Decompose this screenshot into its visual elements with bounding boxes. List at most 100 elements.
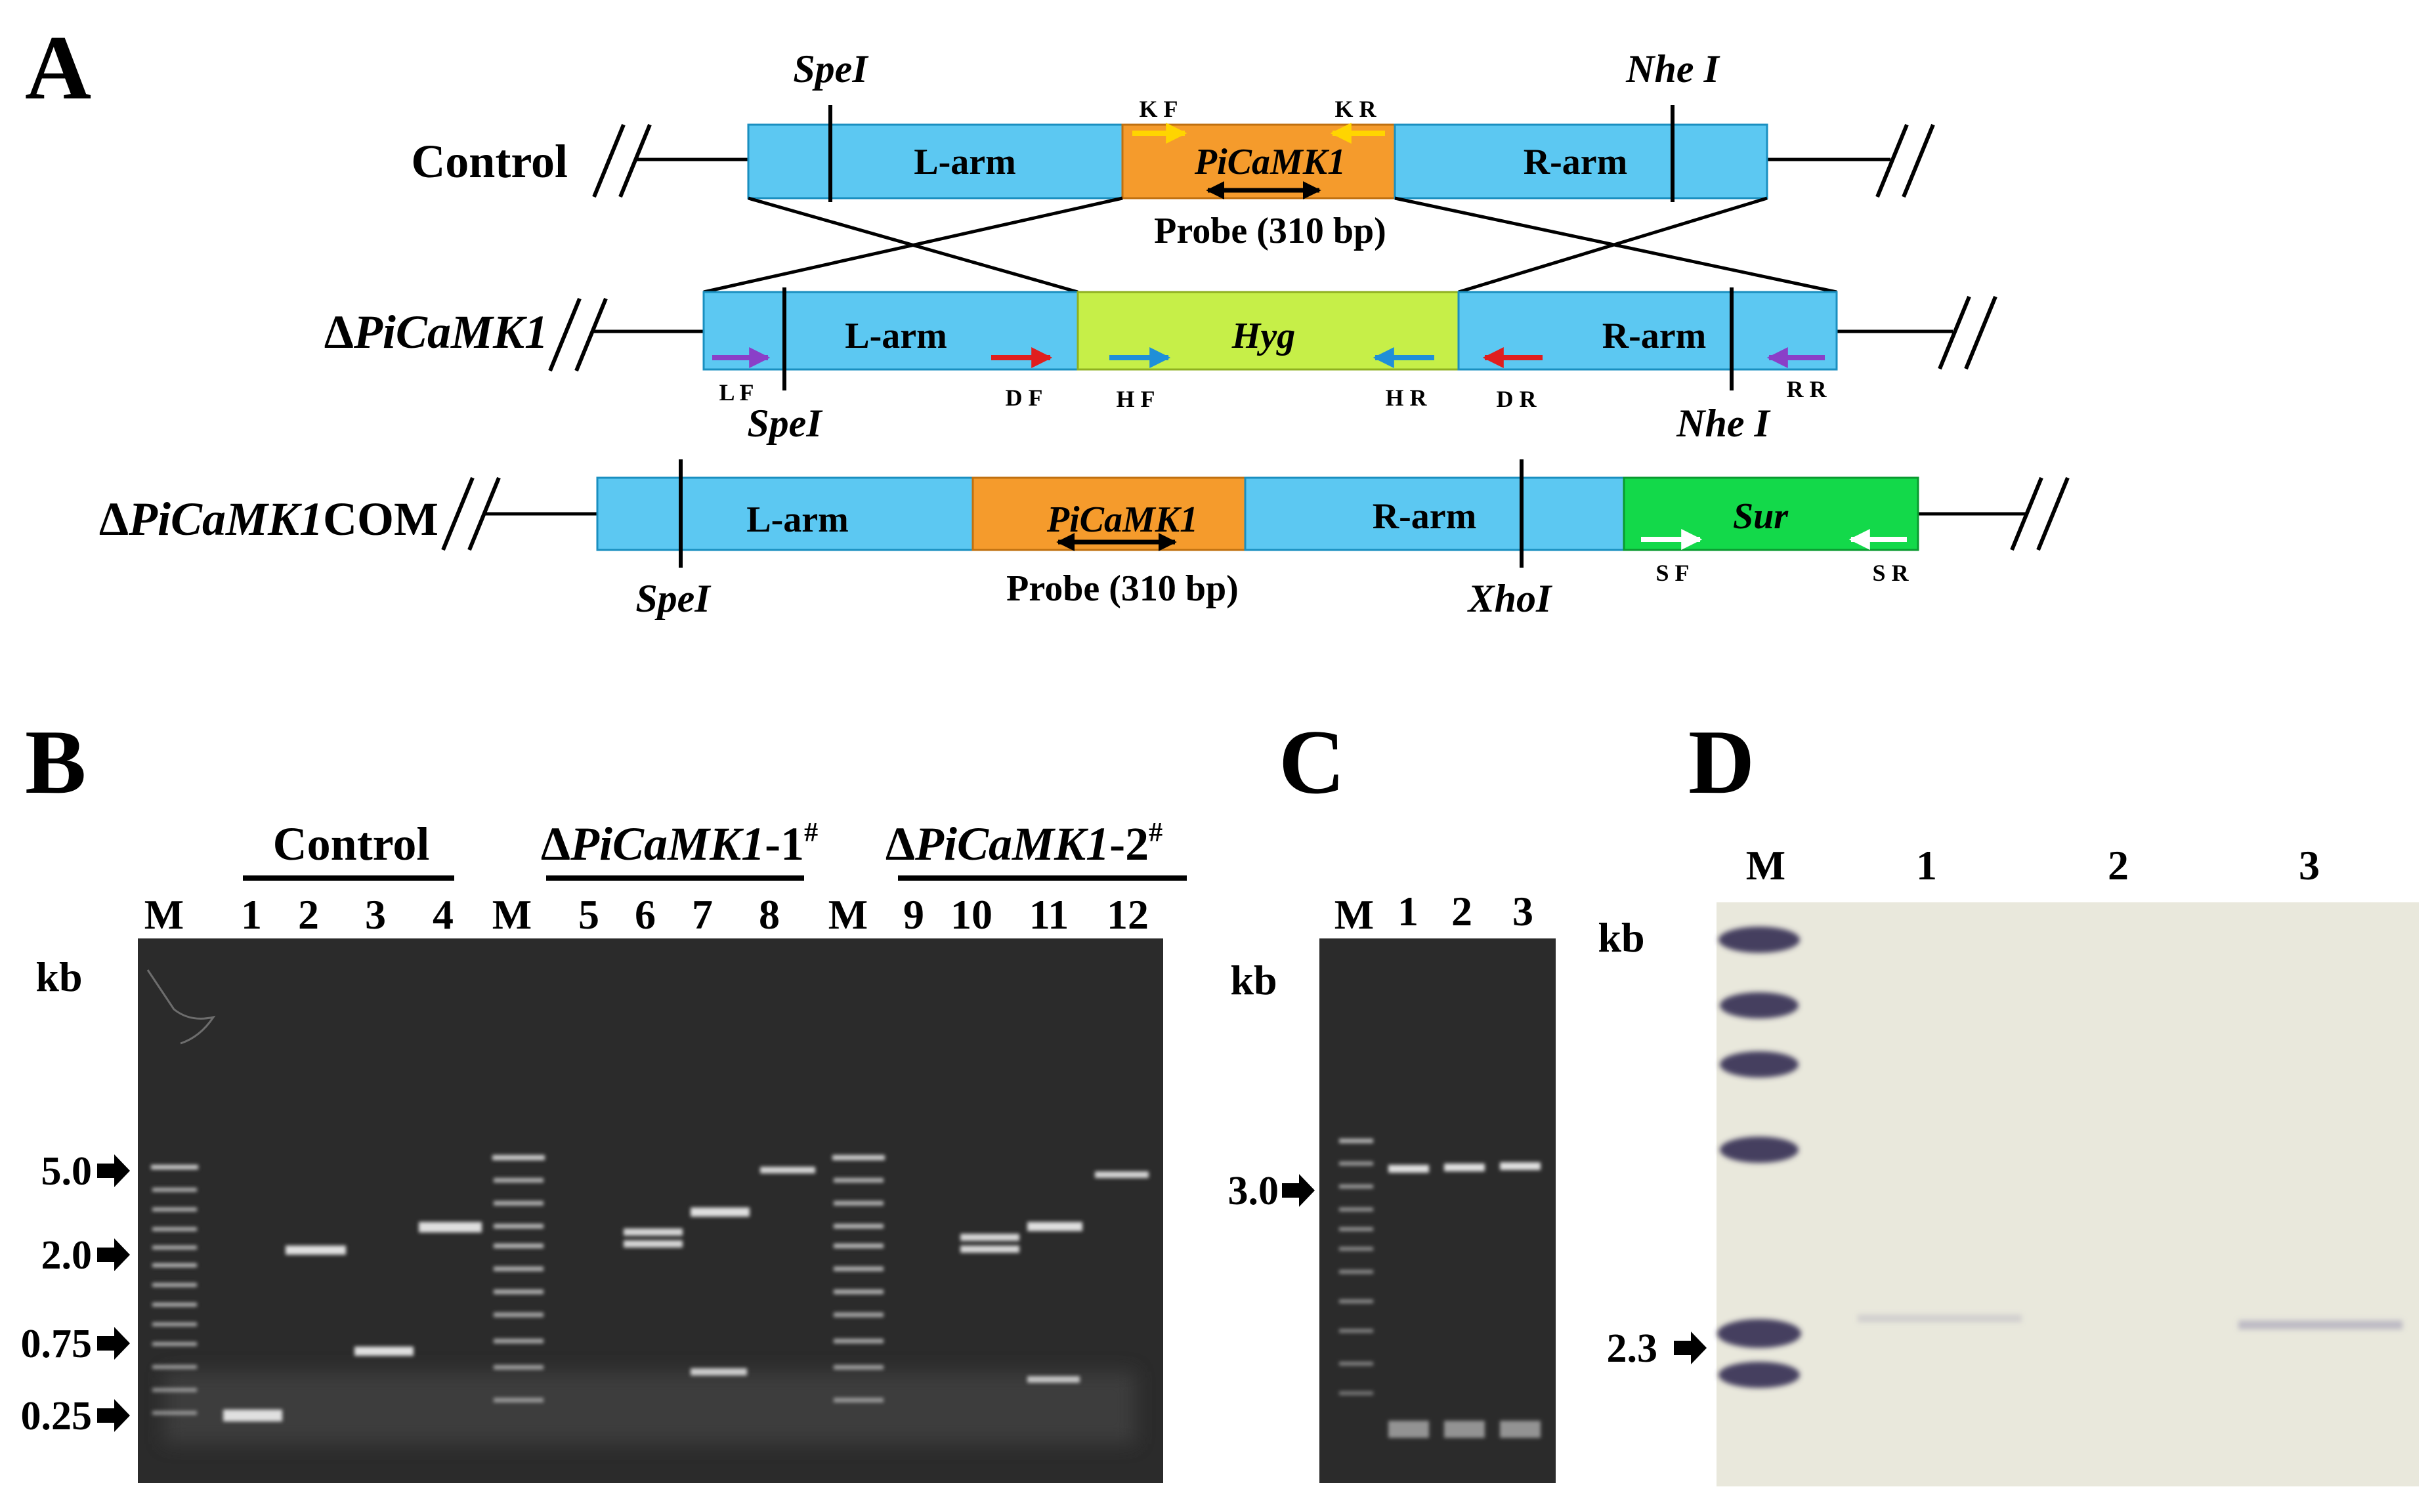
- break-mark: [1964, 295, 1997, 370]
- nhei-site-label: Nhe I: [1676, 402, 1771, 445]
- panel-d-lane-labels: M 1 2 3: [1746, 842, 2320, 889]
- break-mark: [618, 123, 652, 198]
- break-mark: [548, 297, 582, 372]
- size-marker-label: 2.0: [41, 1233, 93, 1278]
- arrow-right-icon: [1282, 1174, 1315, 1207]
- break-mark: [1902, 123, 1935, 198]
- nhei-site-label: Nhe I: [1625, 47, 1720, 91]
- arrow-right-icon: [97, 1238, 130, 1271]
- arrow-right-icon: [97, 1154, 130, 1187]
- r-arm-label: R-arm: [1373, 496, 1477, 537]
- complementation-label: ΔPiCaMK1COM: [99, 493, 438, 545]
- arrow-right-icon: [1674, 1332, 1707, 1364]
- size-marker-label: 2.3: [1607, 1326, 1658, 1371]
- blot-d-sample-bands: [1858, 1314, 2402, 1330]
- lane-label: M: [1746, 842, 1785, 889]
- r-arm-segment: [1394, 123, 1768, 200]
- spei-site-label: SpeI: [635, 577, 712, 620]
- primer-sf-label: S F: [1655, 560, 1689, 586]
- group-label-mutant-2: ΔPiCaMK1-2#: [885, 818, 1163, 870]
- break-mark: [2036, 476, 2070, 551]
- lane-label: 4: [433, 891, 454, 938]
- panel-b-letter: B: [25, 711, 86, 813]
- l-arm-label: L-arm: [746, 499, 849, 540]
- panel-c-lane-labels: M 1 2 3: [1334, 888, 1533, 938]
- lane-label: 1: [1397, 888, 1419, 934]
- lane-label: 6: [635, 891, 656, 938]
- size-marker-label: 5.0: [41, 1149, 93, 1194]
- r-arm-segment: [1244, 476, 1625, 551]
- blot-d-background: [1717, 902, 2419, 1486]
- panel-c-unit-label: kb: [1230, 957, 1277, 1003]
- gel-b-bands: [151, 1155, 1149, 1421]
- lane-label: 7: [692, 891, 713, 938]
- lane-label: M: [1334, 891, 1374, 938]
- panel-d-letter: D: [1688, 711, 1755, 813]
- l-arm-segment: [596, 476, 974, 551]
- recombination-lines: [703, 196, 1837, 294]
- break-mark: [2010, 476, 2043, 551]
- lane-label: 5: [578, 891, 599, 938]
- primer-df-label: D F: [1006, 385, 1043, 411]
- control-construct: Control L-arm PiCaMK1 R-arm SpeI Nhe I K…: [411, 47, 1935, 251]
- deletion-label: ΔPiCaMK1: [324, 306, 548, 358]
- lane-label: M: [492, 891, 532, 938]
- lane-label: M: [144, 891, 184, 938]
- l-arm-label: L-arm: [845, 316, 947, 356]
- panel-b-group-headers: Control ΔPiCaMK1-1# ΔPiCaMK1-2#: [243, 818, 1187, 881]
- arrow-right-icon: [97, 1327, 130, 1360]
- panel-c-letter: C: [1279, 711, 1345, 813]
- hyg-label: Hyg: [1231, 316, 1295, 356]
- lane-label: 12: [1107, 891, 1149, 938]
- break-mark: [574, 297, 608, 372]
- xhoi-site-label: XhoI: [1467, 577, 1553, 620]
- control-label: Control: [411, 135, 568, 188]
- probe-label: Probe (310 bp): [1154, 211, 1386, 251]
- break-mark: [467, 476, 501, 551]
- lane-label: 8: [759, 891, 780, 938]
- blot-d-ladder-bands: [1717, 927, 1801, 1388]
- size-marker-label: 0.75: [21, 1322, 93, 1366]
- primer-hr-label: H R: [1386, 385, 1428, 411]
- gel-b: [138, 938, 1163, 1483]
- lane-label: 1: [1916, 842, 1937, 889]
- lane-label: 3: [365, 891, 386, 938]
- panel-a-letter: A: [25, 17, 91, 119]
- lane-label: 11: [1029, 891, 1069, 938]
- spei-site-label: SpeI: [793, 47, 869, 91]
- size-marker-label: 0.25: [21, 1394, 93, 1438]
- gel-b-glow: [164, 1372, 1136, 1444]
- spei-site-label: SpeI: [747, 402, 823, 445]
- primer-lf-label: L F: [719, 379, 754, 406]
- lane-label: 3: [1512, 888, 1533, 934]
- southern-blot-d: [1717, 902, 2419, 1486]
- lane-label: 2: [298, 891, 319, 938]
- primer-kf-label: K F: [1140, 96, 1178, 122]
- complementation-construct: ΔPiCaMK1COM L-arm PiCaMK1 R-arm Sur SpeI…: [99, 459, 2070, 620]
- primer-hf-label: H F: [1117, 386, 1155, 412]
- arrow-right-icon: [97, 1399, 130, 1432]
- primer-rr-label: R R: [1787, 376, 1827, 402]
- gel-c: [1319, 938, 1556, 1483]
- break-mark: [1938, 295, 1971, 370]
- break-mark: [441, 476, 475, 551]
- r-arm-label: R-arm: [1524, 142, 1628, 182]
- gel-b-smear: [146, 969, 216, 1045]
- panel-d-unit-label: kb: [1598, 914, 1644, 961]
- break-mark: [592, 123, 626, 198]
- lane-label: 3: [2299, 842, 2320, 889]
- deletion-construct: ΔPiCaMK1 L-arm Hyg R-arm SpeI Nhe I L F …: [324, 287, 1997, 445]
- panel-b-lane-labels: M 1 2 3 4 M 5 6 7 8 M 9 10 11 12: [144, 891, 1149, 938]
- sur-label: Sur: [1733, 496, 1789, 537]
- lane-label: 1: [241, 891, 262, 938]
- gel-c-bands: [1339, 1139, 1541, 1438]
- l-arm-label: L-arm: [914, 142, 1016, 182]
- break-mark: [1875, 123, 1909, 198]
- lane-label: 10: [950, 891, 992, 938]
- l-arm-segment: [747, 123, 1124, 200]
- lane-label: 9: [903, 891, 924, 938]
- size-marker-label: 3.0: [1228, 1169, 1279, 1213]
- primer-dr-label: D R: [1497, 386, 1537, 412]
- picamk1-label: PiCaMK1: [1194, 142, 1346, 182]
